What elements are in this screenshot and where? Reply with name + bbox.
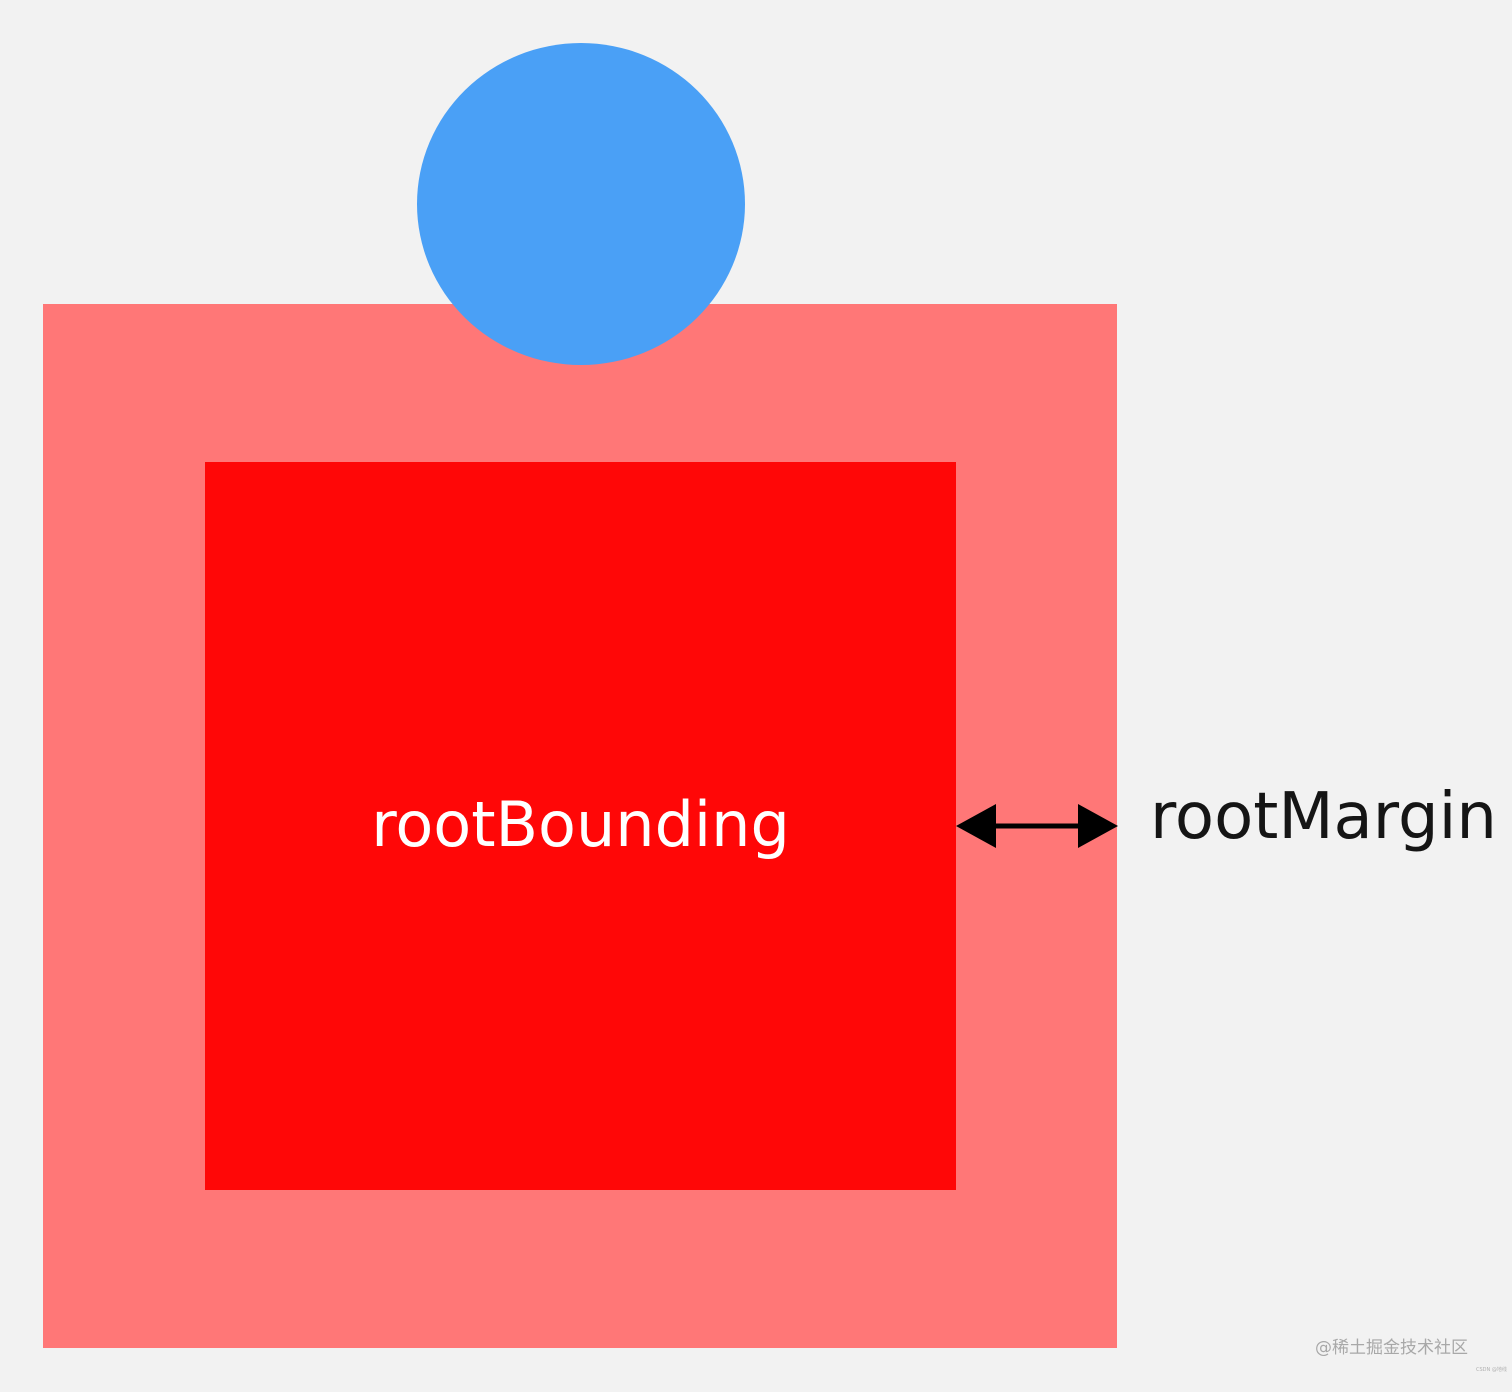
arrow-head-left — [956, 804, 996, 848]
double-arrow-icon — [956, 804, 1118, 848]
target-element-circle — [417, 43, 745, 365]
watermark: @稀土掘金技术社区 — [1315, 1338, 1468, 1358]
root-margin-label: rootMargin — [1150, 780, 1497, 854]
root-bounding-box — [205, 462, 956, 1190]
root-bounding-label: rootBounding — [371, 788, 790, 861]
arrow-head-right — [1078, 804, 1118, 848]
watermark-small: CSDN @地线 — [1476, 1367, 1507, 1373]
